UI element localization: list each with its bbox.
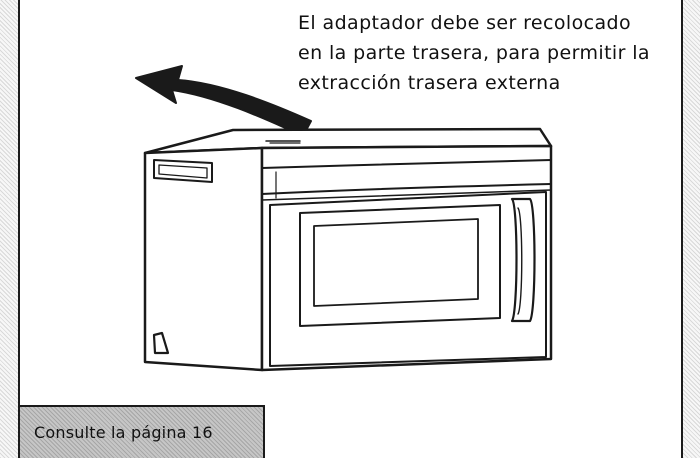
caption-line-1: El adaptador debe ser recolocado <box>298 12 631 34</box>
page-reference-box: Consulte la página 16 <box>18 405 265 458</box>
caption-line-2: en la parte trasera, para permitir la <box>298 42 650 64</box>
triangle-marker-icon <box>152 331 170 355</box>
microwave-icon <box>143 127 553 372</box>
instruction-caption: El adaptador debe ser recolocado en la p… <box>298 8 693 98</box>
arrow-icon <box>135 65 312 137</box>
caption-line-3: extracción trasera externa <box>298 72 561 94</box>
page-reference-label: Consulte la página 16 <box>34 423 213 442</box>
